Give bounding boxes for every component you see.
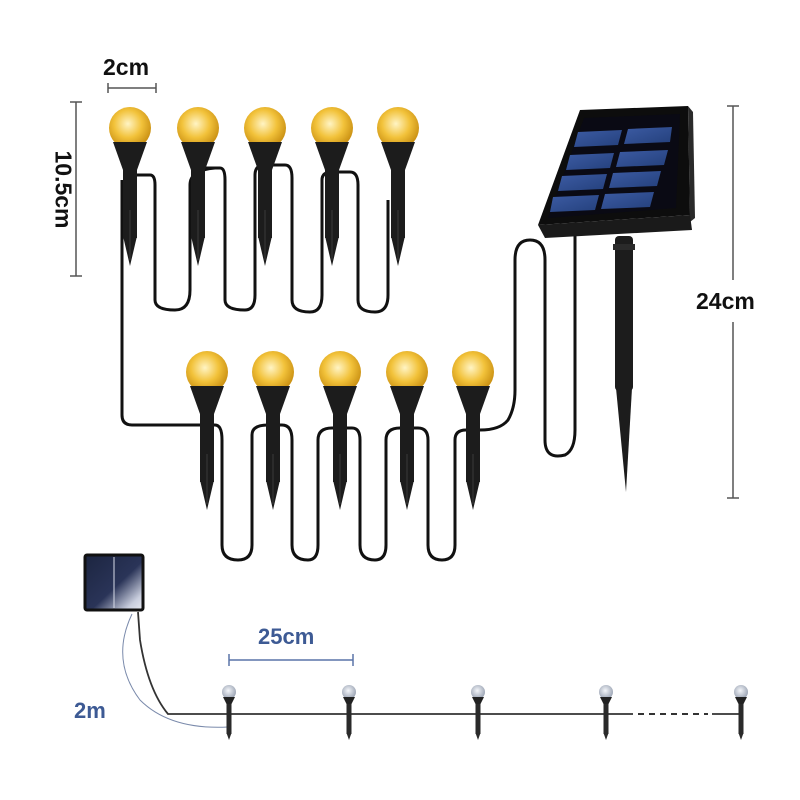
stake-light-7 — [251, 350, 295, 511]
schematic-layout — [83, 553, 748, 740]
light-row-bottom — [185, 350, 495, 511]
dimension-lines — [70, 83, 739, 499]
stake-light-4 — [310, 106, 354, 267]
stake-light-3 — [243, 106, 287, 267]
cable-length-label: 2m — [74, 698, 106, 723]
stake-light-1 — [108, 106, 152, 267]
panel-height-label: 24cm — [696, 288, 755, 314]
bulb-width-label: 2cm — [103, 54, 150, 80]
solar-panel — [538, 106, 695, 492]
stake-height-label: 10.5cm — [50, 150, 77, 229]
wire-bottom-row — [198, 235, 577, 562]
stake-light-2 — [176, 106, 220, 267]
stake-light-5 — [376, 106, 420, 267]
spacing-label: 25cm — [258, 624, 315, 649]
